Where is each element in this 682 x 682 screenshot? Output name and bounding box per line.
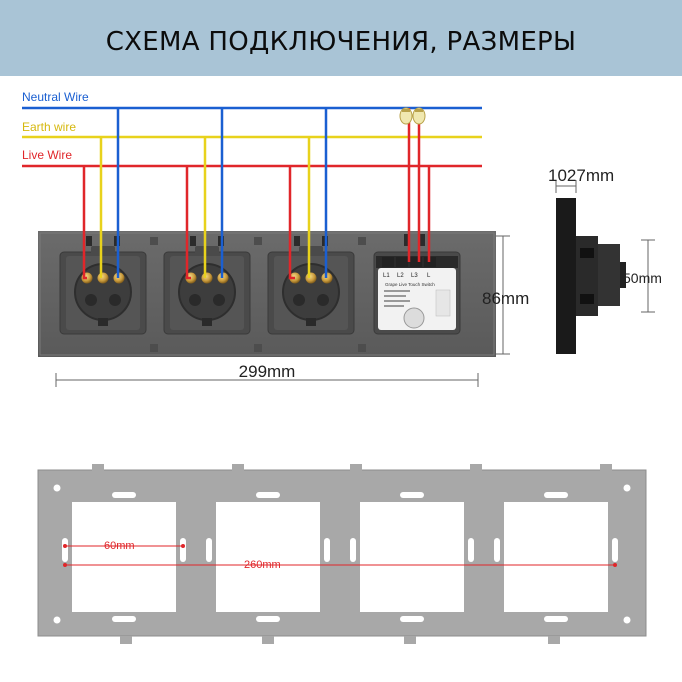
switch-terminal-l: L bbox=[427, 273, 431, 279]
module-width-label: 60mm bbox=[104, 540, 135, 552]
width-dimension bbox=[55, 373, 479, 387]
mounting-span-label: 260mm bbox=[244, 559, 281, 571]
switch-terminal-l1: L1 bbox=[383, 273, 390, 279]
live-wire-label: Live Wire bbox=[22, 148, 72, 162]
width-dimension-label: 299mm bbox=[239, 362, 296, 381]
earth-wire-label: Earth wire bbox=[22, 120, 76, 134]
plate-opening-3 bbox=[360, 502, 464, 612]
switch-touch-circle bbox=[403, 307, 425, 329]
switch-module-label: Grape Live Touch Switch bbox=[385, 282, 435, 287]
height-dimension bbox=[496, 235, 510, 355]
side-depth-label: 1027mm bbox=[548, 166, 614, 185]
side-view bbox=[556, 198, 626, 354]
plate-opening-1 bbox=[72, 502, 176, 612]
socket-2-terminal-mid bbox=[201, 272, 213, 284]
side-box-dimension bbox=[641, 239, 655, 313]
switch-terminal-l2: L2 bbox=[397, 273, 404, 279]
frame-tabs bbox=[150, 237, 366, 352]
socket-1-terminal-mid bbox=[97, 272, 109, 284]
mounting-plate bbox=[37, 464, 647, 644]
wire-connectors bbox=[399, 107, 426, 125]
side-box-label: 50mm bbox=[623, 270, 662, 286]
plate-opening-4 bbox=[504, 502, 608, 612]
height-dimension-label: 86mm bbox=[482, 289, 529, 308]
side-depth-dimension bbox=[555, 180, 577, 193]
frame-inner-highlight bbox=[39, 232, 495, 356]
wiring-diagram: Neutral Wire Earth wire Live Wire bbox=[22, 90, 662, 644]
plate-opening-2 bbox=[216, 502, 320, 612]
neutral-wire-label: Neutral Wire bbox=[22, 90, 89, 104]
header-banner: СХЕМА ПОДКЛЮЧЕНИЯ, РАЗМЕРЫ bbox=[0, 0, 682, 76]
drop-wires bbox=[82, 108, 431, 280]
switch-terminal-l3: L3 bbox=[411, 273, 418, 279]
socket-3-terminal-mid bbox=[305, 272, 317, 284]
page-title: СХЕМА ПОДКЛЮЧЕНИЯ, РАЗМЕРЫ bbox=[105, 27, 577, 57]
touch-switch-module: L1 L2 L3 L Grape Live Touch Switch bbox=[373, 234, 461, 335]
